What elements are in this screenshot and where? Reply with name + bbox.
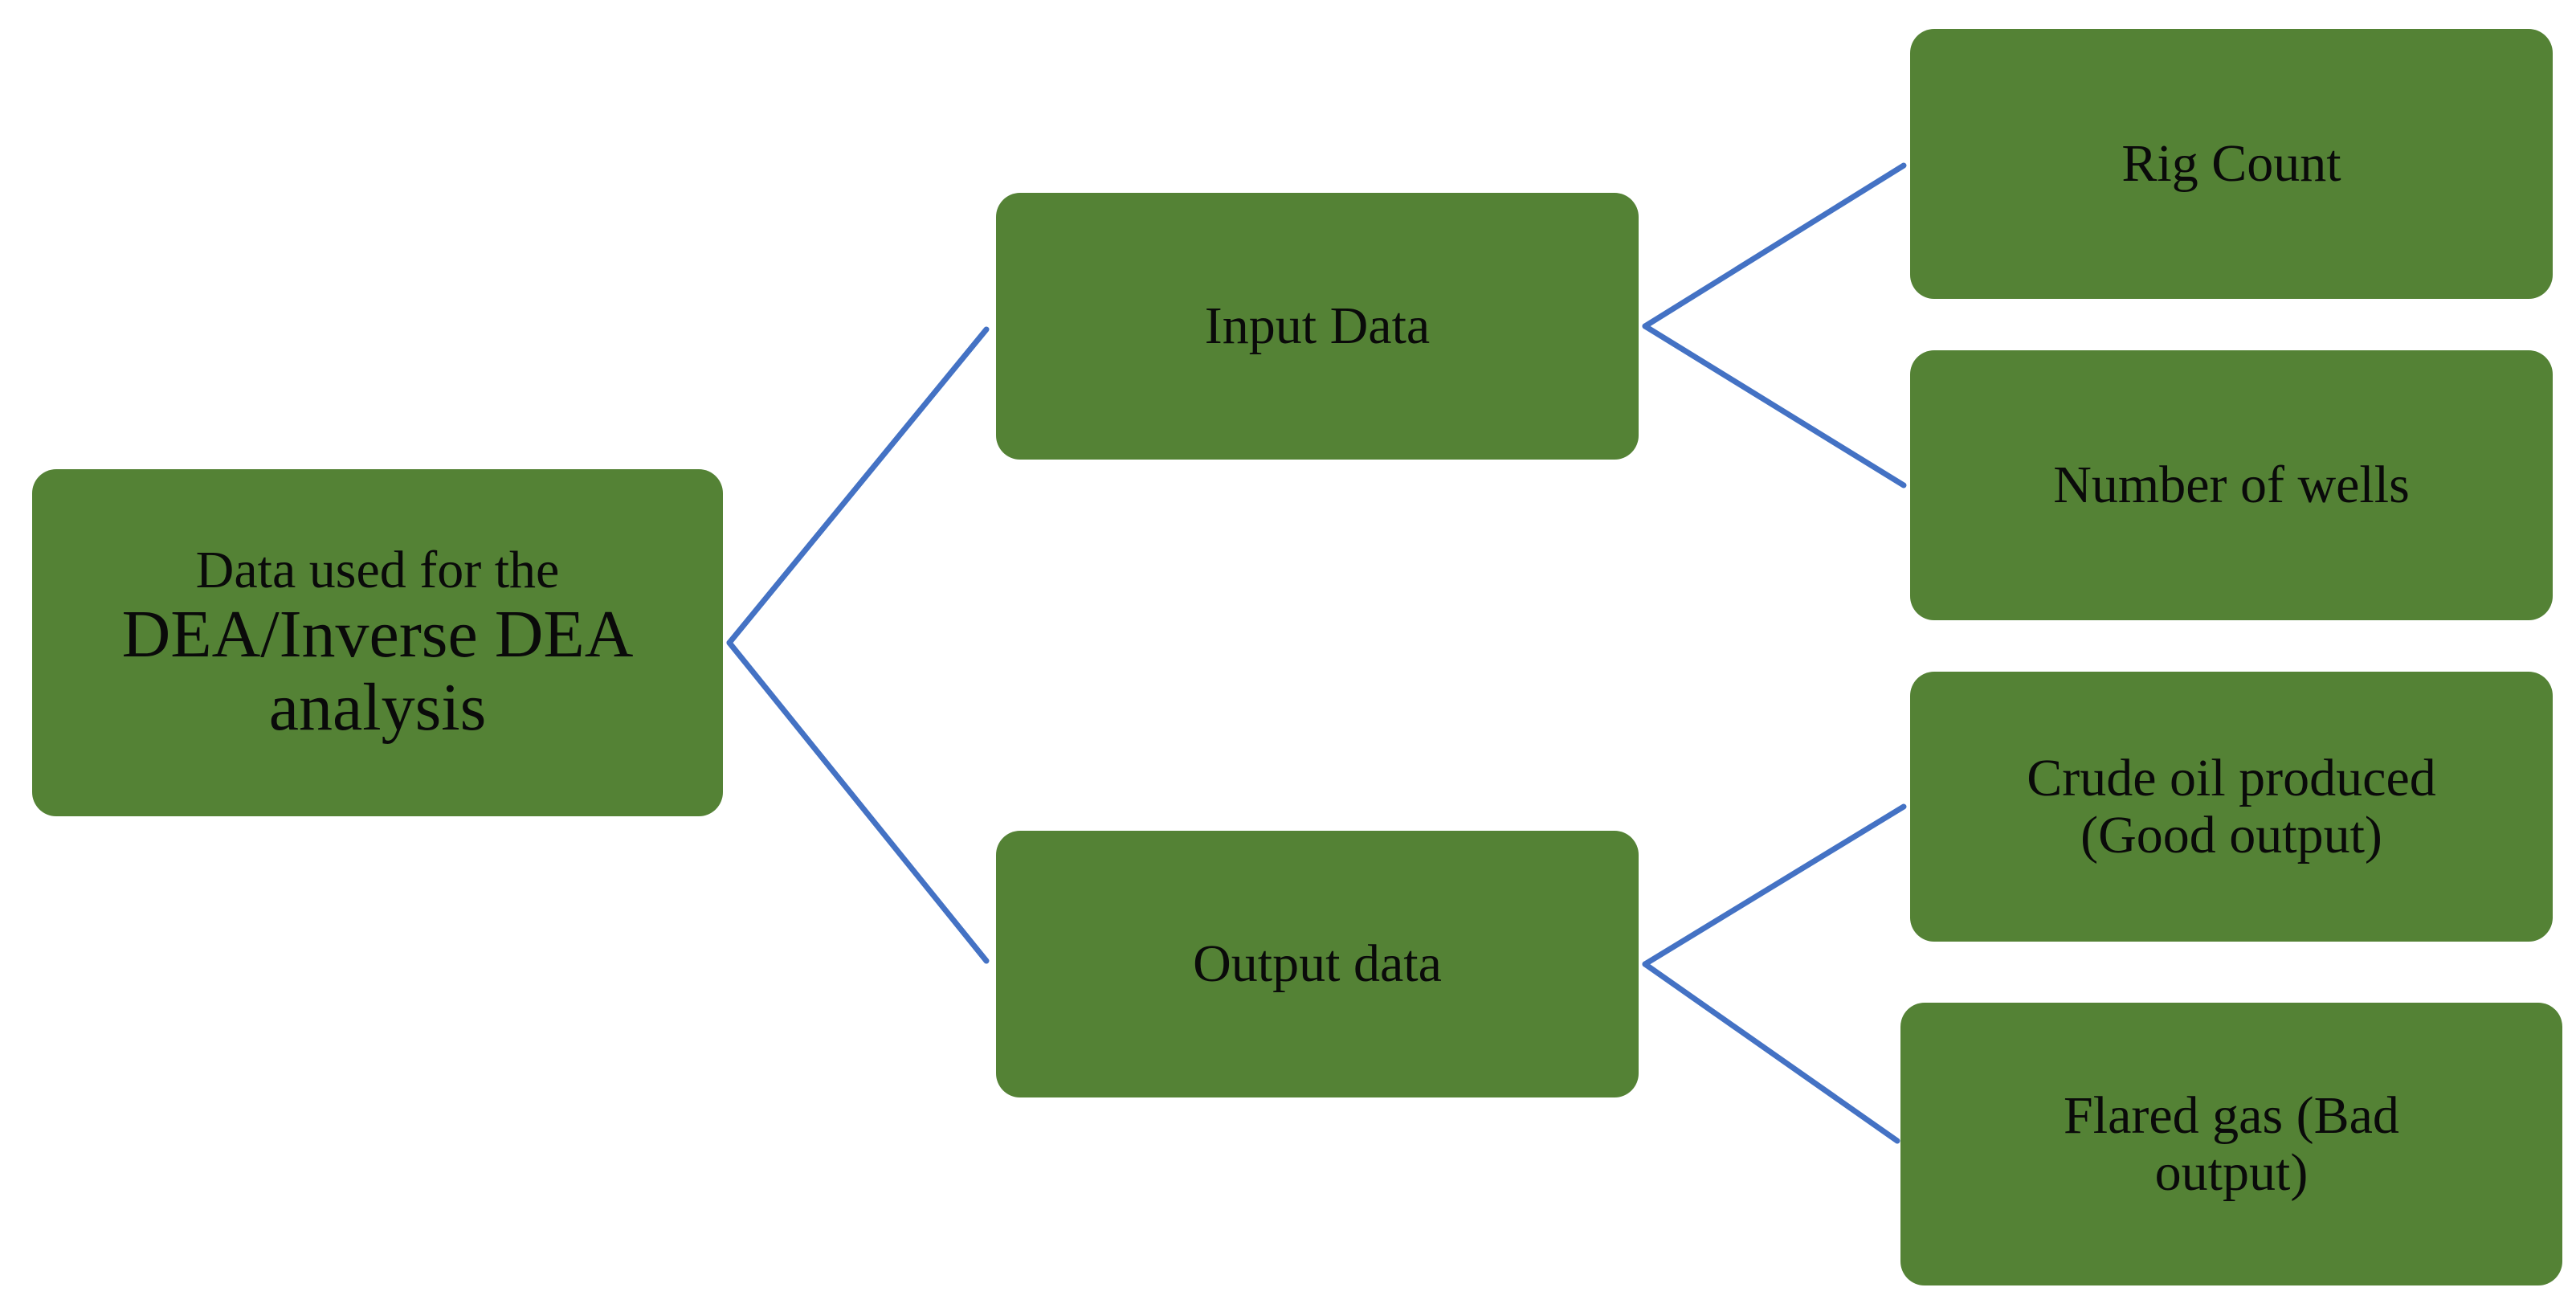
- number-of-wells-label: Number of wells: [2053, 456, 2410, 514]
- crude-oil-label-line-1: Crude oil produced: [2027, 748, 2436, 807]
- connector-output-crude: [1642, 803, 1907, 967]
- root-label-line-3: analysis: [268, 669, 487, 745]
- connector-output-flared: [1642, 961, 1900, 1144]
- rig-count-node: Rig Count: [1910, 29, 2553, 299]
- flared-gas-label-line-1: Flared gas (Bad: [2064, 1085, 2399, 1145]
- root-label-line-2: DEA/Inverse DEA: [121, 596, 634, 672]
- crude-oil-node: Crude oil produced (Good output): [1910, 672, 2553, 942]
- rig-count-label: Rig Count: [2121, 134, 2341, 193]
- input-data-node: Input Data: [996, 193, 1639, 460]
- number-of-wells-node: Number of wells: [1910, 350, 2553, 620]
- connector-input-rig: [1642, 162, 1907, 329]
- output-data-label: Output data: [1193, 934, 1442, 993]
- root-node: Data used for the DEA/Inverse DEA analys…: [32, 469, 723, 816]
- connector-root-input: [726, 326, 990, 646]
- flared-gas-node: Flared gas (Bad output): [1900, 1003, 2562, 1285]
- output-data-node: Output data: [996, 831, 1639, 1097]
- crude-oil-label-line-2: (Good output): [2080, 806, 2382, 864]
- root-label-line-1: Data used for the: [195, 540, 560, 599]
- connector-root-output: [726, 640, 990, 964]
- connector-input-wells: [1642, 323, 1907, 488]
- flared-gas-label-line-2: output): [2154, 1143, 2309, 1202]
- input-data-label: Input Data: [1204, 296, 1431, 355]
